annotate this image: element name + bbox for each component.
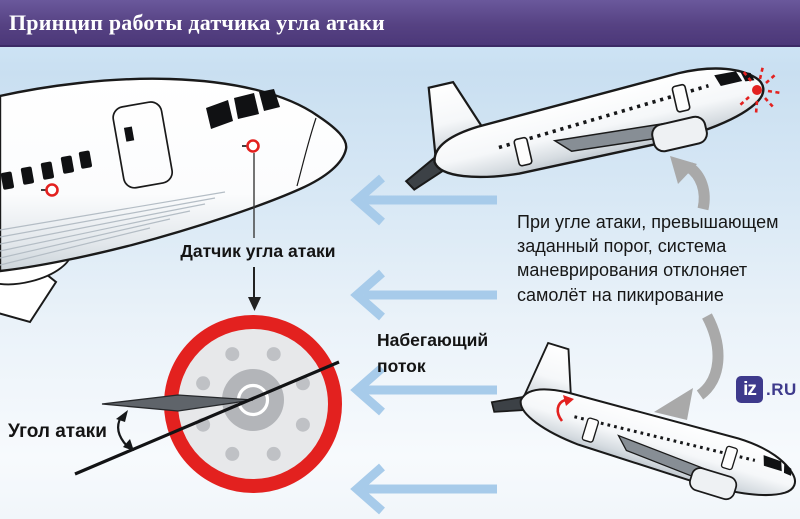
explanation-line: При угле атаки, превышающем	[517, 212, 779, 232]
diving-plane-illustration	[483, 330, 800, 519]
cockpit-windows	[206, 89, 280, 129]
pitch-up-arrow-icon	[670, 156, 710, 211]
stall-alarm-icon	[738, 65, 782, 115]
cabin-windows	[0, 150, 92, 190]
explanation-line: заданный порог, система	[517, 236, 727, 257]
door	[112, 101, 174, 189]
airflow-arrow-icon	[357, 178, 497, 222]
airflow-arrow-icon	[357, 467, 497, 511]
header-bar: Принцип работы датчика угла атаки	[0, 0, 800, 47]
izru-logo: iz .RU	[736, 376, 797, 403]
sensor-label: Датчик угла атаки	[180, 241, 336, 261]
aoa-sensor-mark-rear	[41, 183, 59, 197]
aoa-sensor-dial	[74, 315, 342, 493]
pitch-down-arrow-icon	[654, 313, 724, 420]
airflow-arrow-icon	[357, 273, 497, 317]
explanation-line: маневрирования отклоняет	[517, 260, 748, 281]
fuselage-shading	[0, 191, 226, 266]
angle-of-attack-label: Угол атаки	[8, 421, 107, 442]
izru-logo-suffix: .RU	[766, 379, 797, 399]
climbing-plane-illustration	[385, 12, 782, 212]
explanation-text: При угле атаки, превышающем заданный пор…	[517, 210, 779, 307]
angle-arc-arrow-icon	[116, 410, 134, 451]
izru-logo-mark: iz	[736, 376, 763, 403]
airflow-direction-line	[74, 360, 340, 476]
explanation-line: самолёт на пикирование	[517, 284, 724, 305]
airflow-label: Набегающий поток	[377, 327, 488, 379]
elevator-deflection-arrow-icon	[556, 395, 574, 422]
radome-seam	[296, 117, 317, 187]
page-title: Принцип работы датчика угла атаки	[9, 10, 385, 35]
airflow-label-line1: Набегающий	[377, 330, 489, 350]
airflow-label-line2: поток	[377, 356, 426, 376]
fuselage-nose	[0, 77, 348, 273]
nose-closeup-illustration	[0, 77, 348, 324]
aoa-sensor-mark-nose	[242, 139, 260, 153]
down-arrow-icon	[248, 267, 261, 311]
